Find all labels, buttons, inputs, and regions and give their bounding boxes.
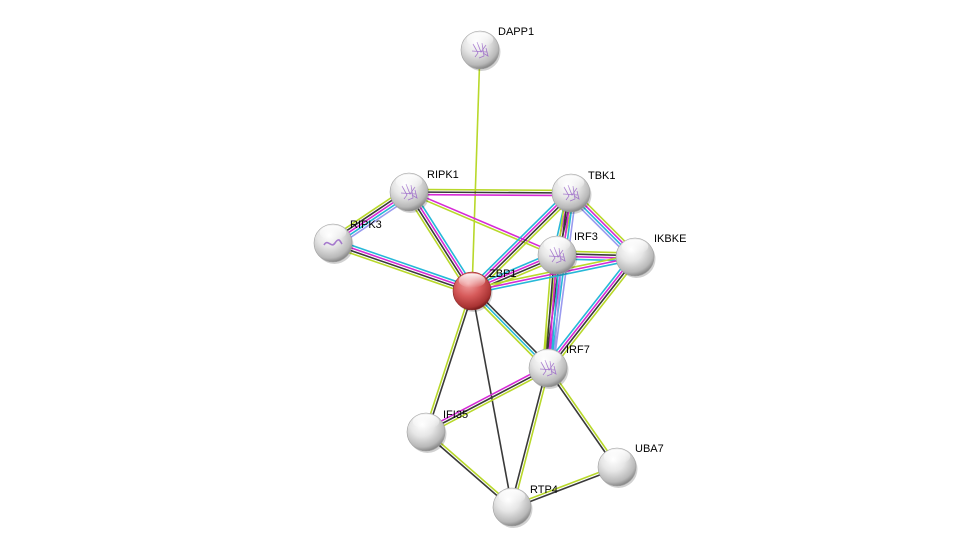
- edge-line-known_db: [549, 193, 575, 369]
- edge-line-known_exp: [424, 364, 548, 431]
- edge-line-known_db: [472, 258, 636, 295]
- edge-line-textmining: [426, 369, 550, 436]
- node-highlight: [603, 449, 631, 464]
- node-highlight: [557, 175, 585, 190]
- edge-line-coexpression: [426, 291, 474, 433]
- edge-line-known_exp: [471, 256, 636, 292]
- protein-structure-icon: [400, 183, 418, 201]
- edge-zbp1-ifi35[interactable]: [424, 290, 474, 433]
- node-label: UBA7: [635, 443, 664, 455]
- edge-ripk1-zbp1[interactable]: [405, 189, 476, 294]
- edge-line-textmining: [512, 368, 551, 508]
- edge-line-coexpression: [509, 367, 548, 507]
- edge-ikbke-irf7[interactable]: [544, 254, 639, 371]
- edge-line-known_db: [544, 254, 633, 367]
- protein-structure-icon: [562, 184, 580, 202]
- node-highlight: [319, 225, 347, 240]
- edge-line-coexpression: [407, 192, 472, 293]
- edge-line-coexpression: [546, 368, 617, 469]
- node-label: IKBKE: [654, 233, 686, 245]
- edge-line-homology: [552, 193, 577, 369]
- edge-line-textmining: [405, 193, 470, 294]
- edge-irf7-rtp4[interactable]: [509, 367, 551, 508]
- node-highlight: [498, 489, 526, 504]
- edge-line-known_db: [334, 238, 474, 289]
- node-uba7[interactable]: UBA7: [597, 443, 664, 488]
- protein-structure-icon: [539, 359, 557, 377]
- edge-ripk1-tbk1[interactable]: [408, 188, 572, 197]
- edge-line-known_exp: [408, 193, 571, 197]
- edge-line-textmining: [424, 290, 472, 432]
- node-label: ZBP1: [489, 268, 517, 280]
- node-highlight: [466, 32, 494, 47]
- node-label: DAPP1: [498, 26, 534, 38]
- node-tbk1[interactable]: TBK1: [551, 170, 616, 214]
- edge-line-known_db: [468, 189, 569, 289]
- edge-ripk3-zbp1[interactable]: [331, 238, 474, 296]
- edge-line-known_exp: [546, 255, 635, 368]
- node-ripk3[interactable]: RIPK3: [313, 219, 382, 264]
- edge-ripk1-irf3[interactable]: [408, 190, 558, 257]
- edge-line-known_db: [411, 189, 476, 290]
- edge-zbp1-rtp4[interactable]: [471, 290, 513, 508]
- edge-line-known_exp: [333, 241, 473, 291]
- edge-line-textmining: [331, 245, 471, 296]
- node-label: RIPK1: [427, 169, 459, 181]
- edge-line-known_exp: [409, 190, 474, 291]
- node-dapp1[interactable]: DAPP1: [460, 26, 534, 71]
- node-label: IRF3: [574, 231, 598, 243]
- protein-structure-icon: [548, 246, 566, 264]
- edge-line-coexpression: [408, 191, 572, 194]
- edge-line-coexpression: [472, 193, 573, 293]
- edge-line-known_exp: [470, 191, 571, 291]
- node-ifi35[interactable]: IFI35: [406, 409, 468, 453]
- edge-irf7-ifi35[interactable]: [424, 364, 550, 436]
- edge-line-known_exp: [409, 190, 558, 255]
- edge-line-coexpression: [425, 367, 549, 433]
- edge-tbk1-zbp1[interactable]: [468, 189, 575, 295]
- node-ripk1[interactable]: RIPK1: [389, 169, 459, 213]
- edge-line-coexpression: [332, 243, 472, 293]
- edge-dapp1-zbp1[interactable]: [471, 49, 481, 292]
- node-highlight: [543, 237, 571, 252]
- protein-structure-icon: [323, 239, 343, 246]
- edge-line-textmining: [408, 192, 557, 257]
- node-label: TBK1: [588, 170, 616, 182]
- edge-line-textmining: [409, 188, 572, 192]
- node-highlight: [458, 273, 486, 288]
- edge-line-homology: [552, 255, 563, 369]
- node-highlight: [621, 239, 649, 254]
- edge-line-textmining: [474, 195, 575, 295]
- node-label: RIPK3: [350, 219, 382, 231]
- edge-line-textmining: [542, 254, 553, 368]
- edge-line-textmining: [548, 366, 619, 467]
- node-label: IFI35: [443, 409, 468, 421]
- edge-line-coexpression: [548, 257, 637, 370]
- protein-structure-icon: [471, 41, 489, 59]
- edge-line-textmining: [550, 258, 639, 371]
- node-highlight: [534, 350, 562, 365]
- edge-line-coexpression: [471, 290, 513, 508]
- node-highlight: [395, 174, 423, 189]
- edge-irf7-uba7[interactable]: [546, 366, 619, 469]
- edge-line-textmining: [471, 49, 481, 292]
- node-irf3[interactable]: IRF3: [537, 231, 598, 276]
- node-label: IRF7: [566, 344, 590, 356]
- node-label: RTP4: [530, 484, 558, 496]
- node-ikbke[interactable]: IKBKE: [615, 233, 686, 278]
- node-highlight: [412, 414, 440, 429]
- node-rtp4[interactable]: RTP4: [492, 484, 558, 528]
- node-zbp1[interactable]: ZBP1: [452, 268, 517, 312]
- node-irf7[interactable]: IRF7: [528, 344, 590, 389]
